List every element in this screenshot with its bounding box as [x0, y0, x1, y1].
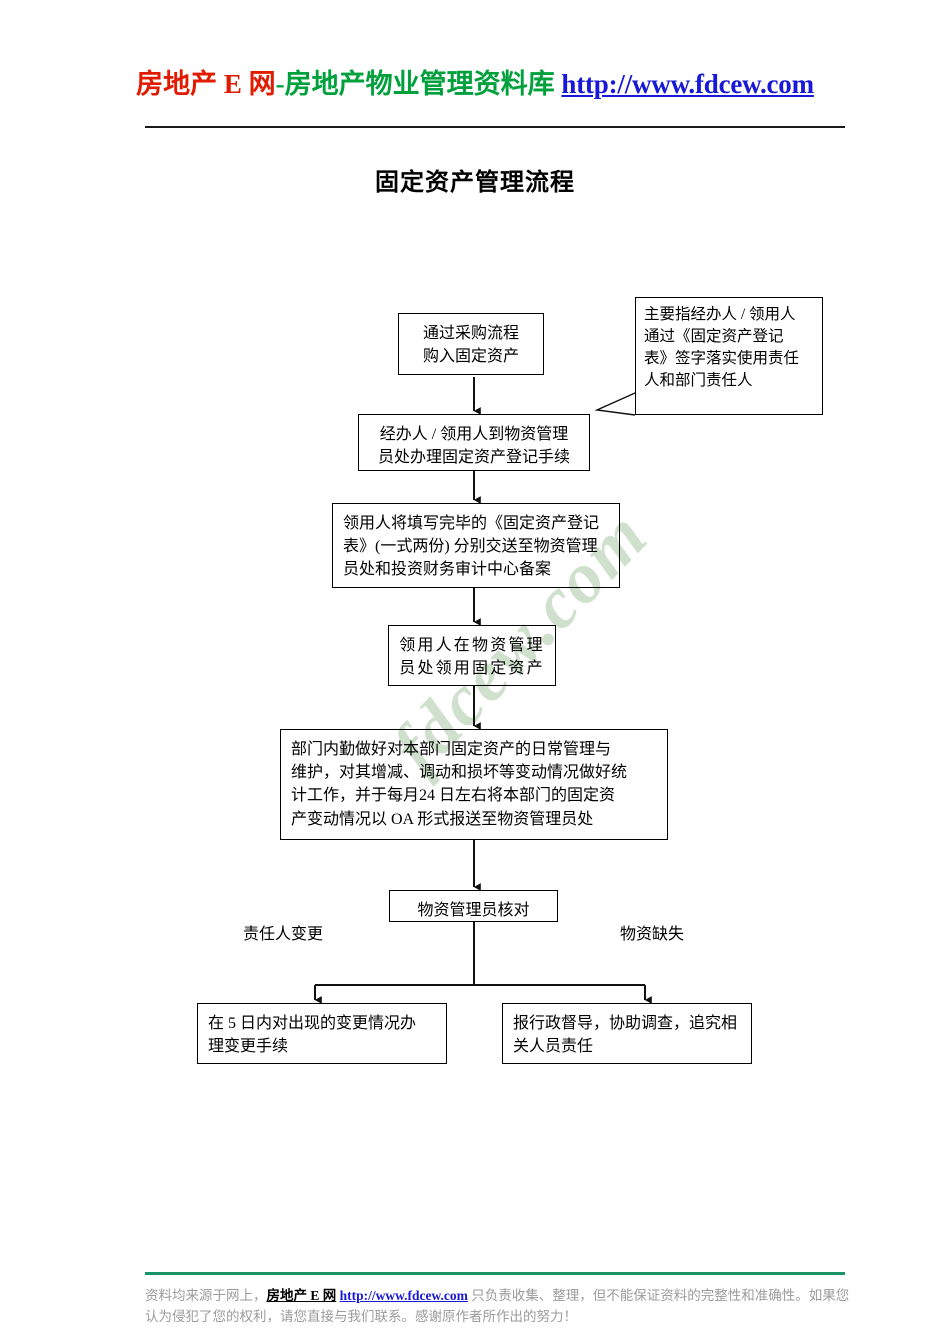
footer-divider-rule [145, 1272, 845, 1275]
footer-site-url-link[interactable]: http://www.fdcew.com [339, 1288, 468, 1303]
flow-node-submit-form[interactable]: 领用人将填写完毕的《固定资产登记 表》(一式两份) 分别交送至物资管理 员处和投… [332, 503, 620, 588]
flow-node-missing-procedure[interactable]: 报行政督导，协助调查，追究相 关人员责任 [502, 1003, 752, 1064]
footer-text-part1: 资料均来源于网上， [145, 1288, 267, 1303]
header-divider-rule [145, 126, 845, 128]
flow-node-register[interactable]: 经办人 / 领用人到物资管理 员处办理固定资产登记手续 [358, 414, 590, 471]
flow-node-department-maintenance-label: 部门内勤做好对本部门固定资产的日常管理与 维护，对其增减、调动和损坏等变动情况做… [291, 741, 628, 828]
footer-text-line2: 果您认为侵犯了您的权利，请您直接与我们联系。感谢原作者所作出的努力！ [145, 1288, 850, 1324]
flow-callout-responsibility-note[interactable]: 主要指经办人 / 领用人 通过《固定资产登记 表》签字落实使用责任 人和部门责任… [635, 297, 823, 415]
footer-text-part2: 只负责收集、整理，但不能保证资料的完整性和准确性。如 [467, 1288, 823, 1303]
flow-node-department-maintenance[interactable]: 部门内勤做好对本部门固定资产的日常管理与 维护，对其增减、调动和损坏等变动情况做… [280, 729, 668, 840]
footer-brand-name: 房地产 E 网 [266, 1288, 337, 1303]
flow-node-collect-asset-label: 领用人在物资管理 员处领用固定资产 [399, 637, 545, 678]
brand-name-red: 房地产 E 网 [136, 69, 276, 99]
page-title: 固定资产管理流程 [375, 170, 575, 196]
flow-node-verify[interactable]: 物资管理员核对 [389, 890, 558, 922]
branch-label-material-missing: 物资缺失 [620, 926, 685, 943]
brand-name-green: -房地产物业管理资料库 [275, 69, 555, 99]
flow-node-register-label: 经办人 / 领用人到物资管理 员处办理固定资产登记手续 [377, 426, 570, 467]
footer-disclaimer: 资料均来源于网上，房地产 E 网 http://www.fdcew.com 只负… [145, 1286, 855, 1328]
flow-node-purchase[interactable]: 通过采购流程 购入固定资产 [398, 313, 544, 375]
site-header-banner: 房地产 E 网-房地产物业管理资料库 http://www.fdcew.com [0, 62, 950, 101]
flow-node-verify-label: 物资管理员核对 [417, 902, 530, 919]
flow-node-change-procedure[interactable]: 在 5 日内对出现的变更情况办 理变更手续 [197, 1003, 447, 1064]
flow-node-change-procedure-label: 在 5 日内对出现的变更情况办 理变更手续 [208, 1015, 417, 1056]
branch-label-responsibility-change: 责任人变更 [243, 926, 324, 943]
header-site-url-link[interactable]: http://www.fdcew.com [561, 69, 814, 99]
flow-callout-responsibility-note-label: 主要指经办人 / 领用人 通过《固定资产登记 表》签字落实使用责任 人和部门责任… [644, 306, 800, 389]
flow-node-collect-asset[interactable]: 领用人在物资管理 员处领用固定资产 [388, 625, 556, 686]
flow-node-submit-form-label: 领用人将填写完毕的《固定资产登记 表》(一式两份) 分别交送至物资管理 员处和投… [343, 515, 600, 579]
flow-node-missing-procedure-label: 报行政督导，协助调查，追究相 关人员责任 [513, 1015, 738, 1056]
flow-node-purchase-label: 通过采购流程 购入固定资产 [422, 325, 519, 366]
